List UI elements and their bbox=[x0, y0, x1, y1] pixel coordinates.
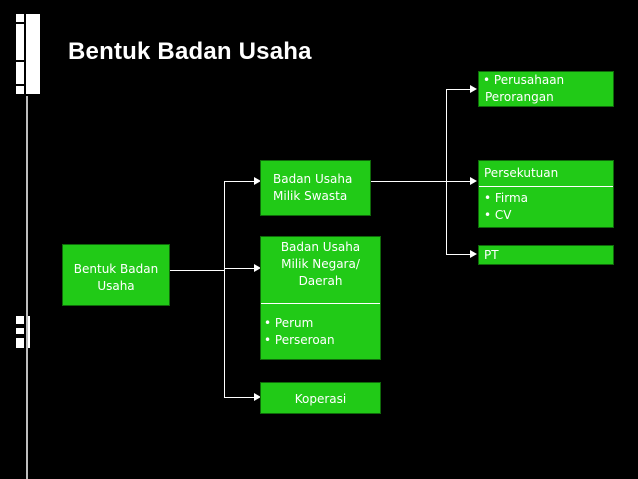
node-label: Persekutuan bbox=[484, 166, 559, 180]
deco-mark bbox=[16, 338, 24, 348]
deco-vertical-rule bbox=[26, 96, 28, 479]
node-label: Koperasi bbox=[294, 392, 347, 406]
deco-mark bbox=[16, 316, 24, 324]
connector bbox=[224, 181, 225, 398]
list-item: • Perseroan bbox=[264, 333, 335, 347]
node-label: • Perusahaan bbox=[483, 73, 565, 87]
connector bbox=[224, 181, 254, 182]
connector bbox=[371, 181, 446, 182]
connector bbox=[446, 254, 470, 255]
deco-mark bbox=[16, 62, 24, 84]
arrow-icon bbox=[470, 250, 477, 258]
connector bbox=[446, 181, 470, 182]
node-label: Badan Usaha bbox=[280, 240, 361, 254]
connector bbox=[170, 270, 224, 271]
node-pt: PT bbox=[478, 245, 614, 265]
list-item: • Perum bbox=[264, 316, 314, 330]
node-persekutuan: Persekutuan • Firma • CV bbox=[478, 160, 614, 228]
arrow-icon bbox=[254, 177, 261, 185]
deco-mark bbox=[16, 328, 24, 334]
connector bbox=[224, 268, 254, 269]
divider bbox=[261, 303, 380, 304]
node-label: Daerah bbox=[298, 274, 343, 288]
deco-mark bbox=[16, 86, 24, 94]
root-node-label: Bentuk Badan bbox=[73, 262, 159, 276]
connector bbox=[224, 397, 254, 398]
connector bbox=[446, 89, 447, 255]
node-koperasi: Koperasi bbox=[260, 382, 381, 414]
node-badan-usaha-milik-negara: Badan Usaha Milik Negara/ Daerah • Perum… bbox=[260, 236, 381, 360]
node-badan-usaha-milik-swasta: Badan Usaha Milik Swasta bbox=[260, 160, 371, 216]
node-label: Milik Swasta bbox=[273, 189, 348, 203]
node-perusahaan-perorangan: • Perusahaan Perorangan bbox=[478, 71, 614, 107]
arrow-icon bbox=[254, 264, 261, 272]
arrow-icon bbox=[470, 177, 477, 185]
page-title: Bentuk Badan Usaha bbox=[68, 38, 312, 65]
node-label: Badan Usaha bbox=[273, 172, 353, 186]
root-node: Bentuk Badan Usaha bbox=[62, 244, 170, 306]
connector bbox=[446, 89, 470, 90]
list-item: • Firma bbox=[484, 191, 529, 205]
divider bbox=[479, 186, 613, 187]
deco-mark bbox=[26, 316, 30, 348]
list-item: • CV bbox=[484, 208, 512, 222]
root-node-label: Usaha bbox=[97, 279, 135, 293]
deco-mark bbox=[26, 14, 40, 94]
node-label: Perorangan bbox=[485, 90, 554, 104]
deco-mark bbox=[16, 14, 24, 22]
deco-strip bbox=[0, 0, 12, 479]
deco-mark bbox=[16, 24, 24, 60]
node-label: PT bbox=[484, 248, 499, 262]
arrow-icon bbox=[254, 393, 261, 401]
node-label: Milik Negara/ bbox=[281, 257, 360, 271]
arrow-icon bbox=[470, 85, 477, 93]
